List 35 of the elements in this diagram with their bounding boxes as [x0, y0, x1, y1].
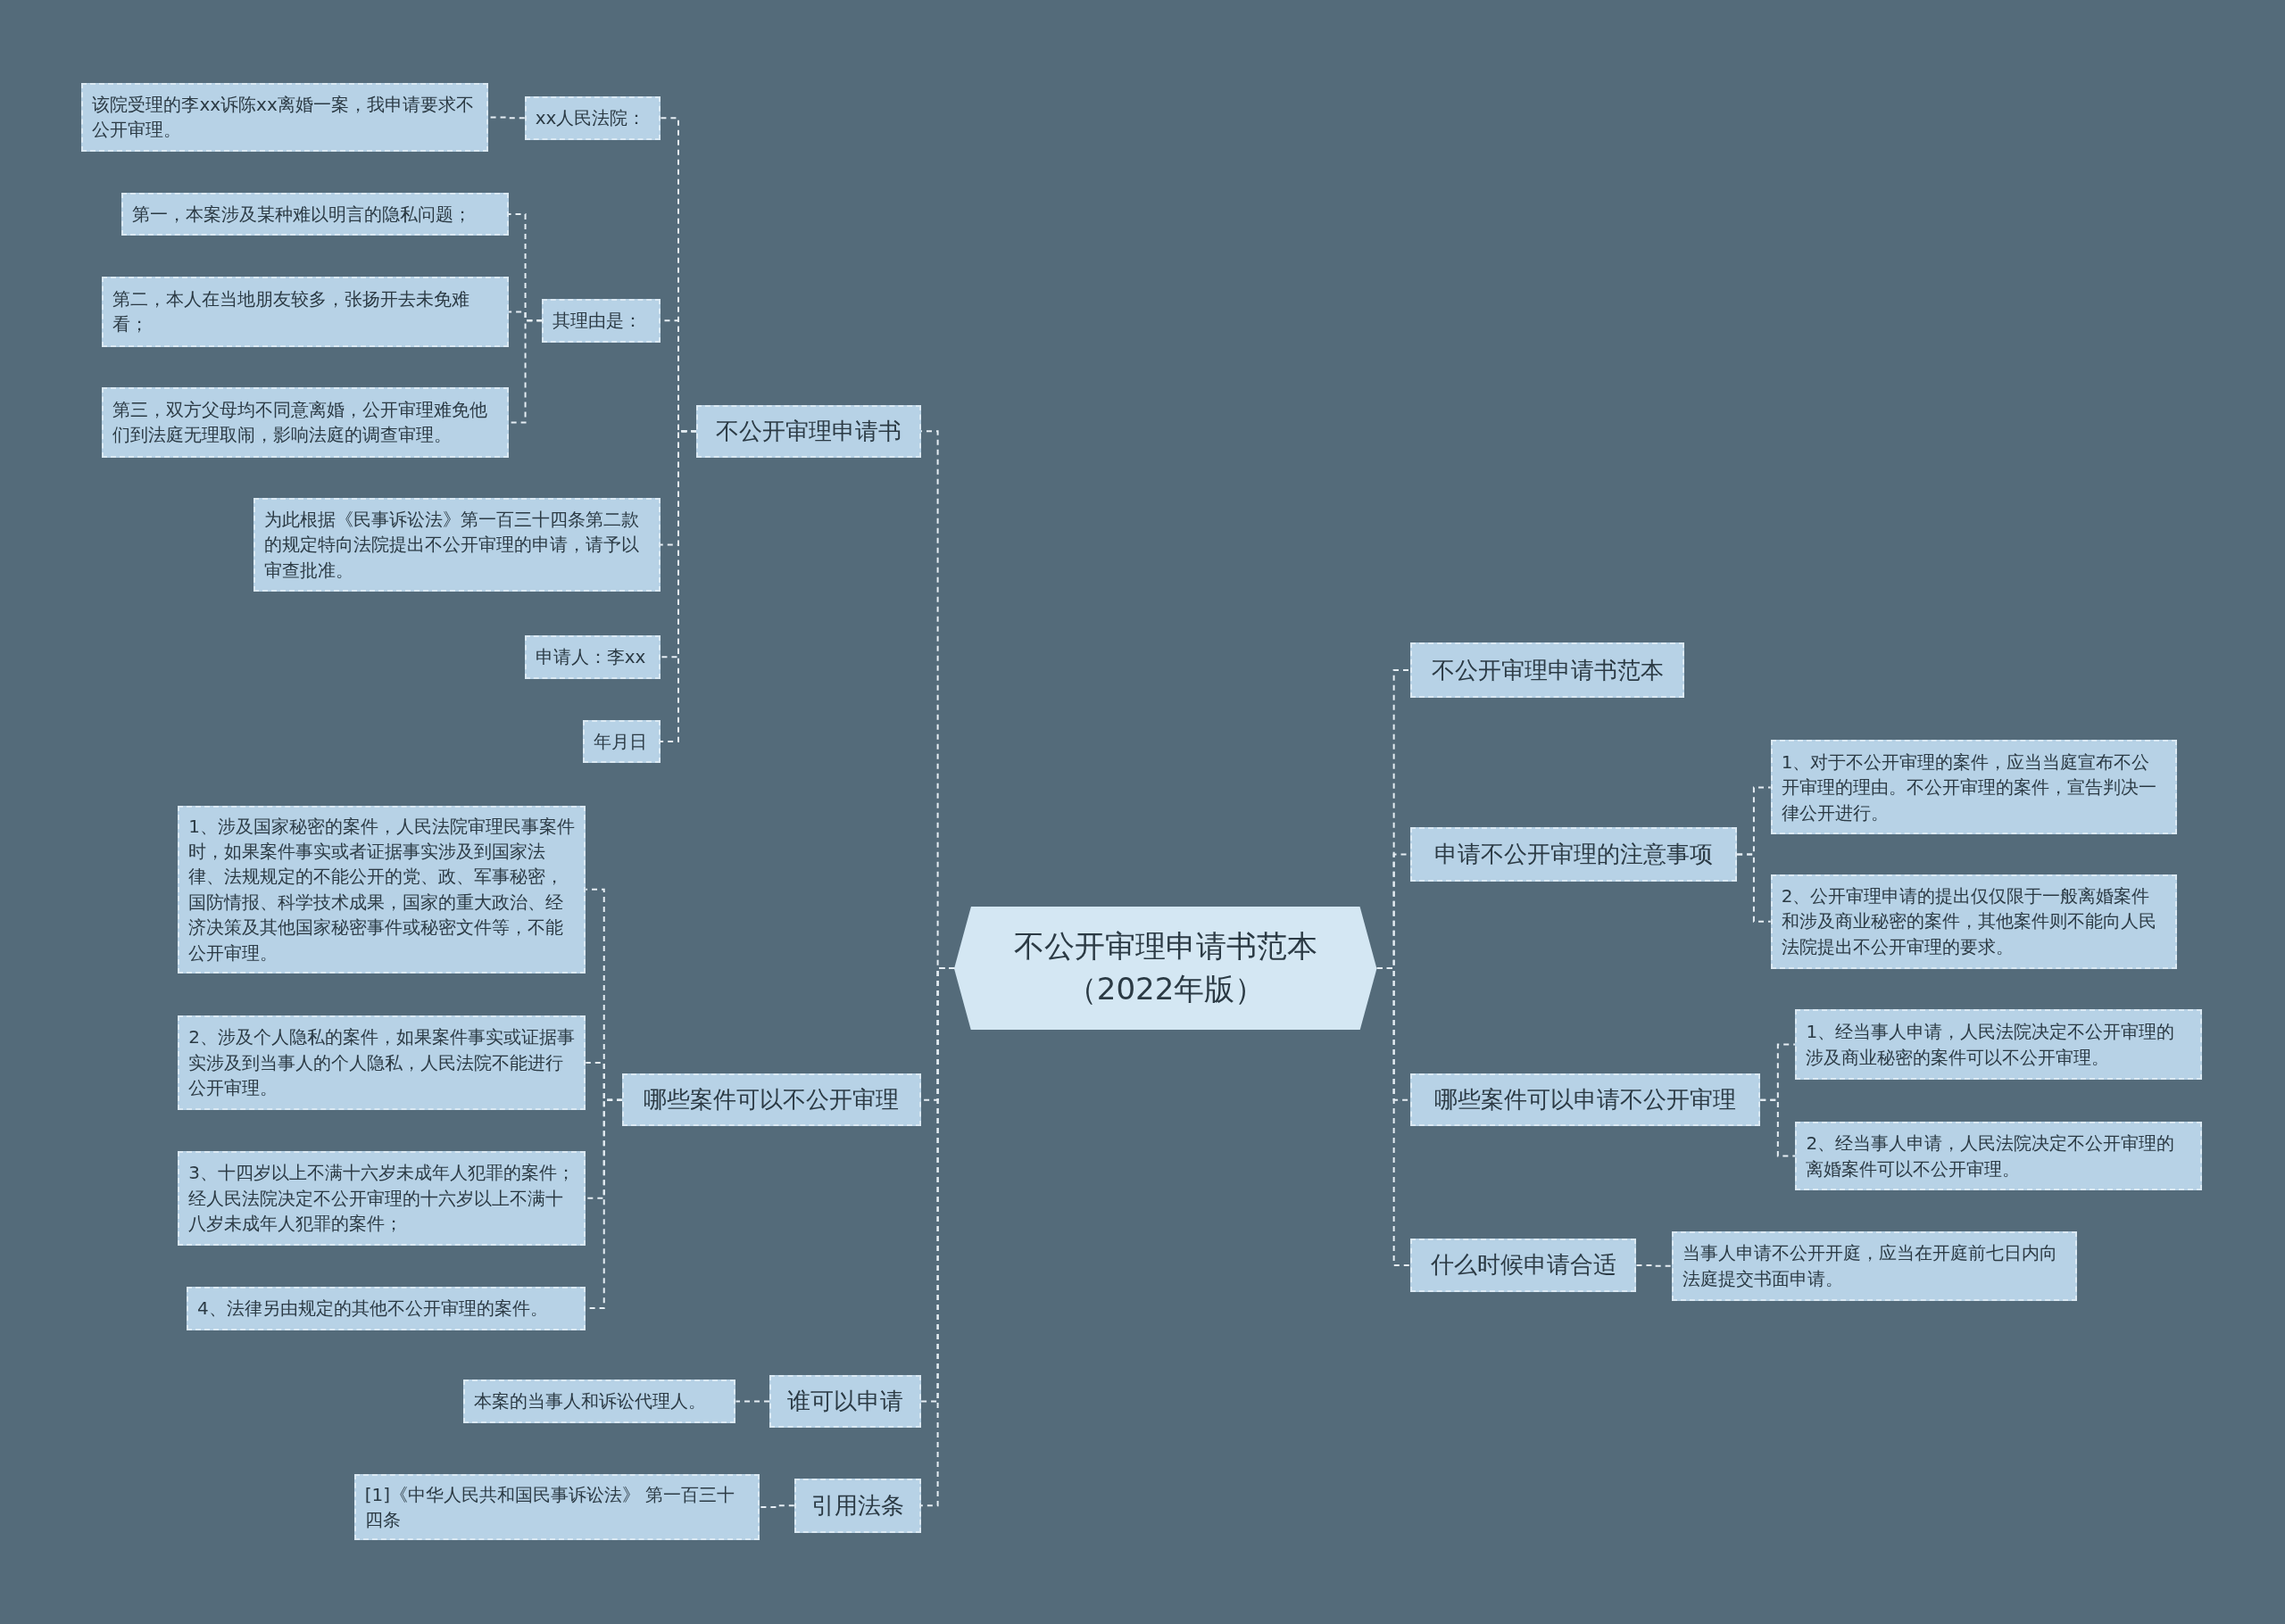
topic-box: 什么时候申请合适 [1410, 1238, 1637, 1293]
topic-box: 哪些案件可以申请不公开审理 [1410, 1073, 1761, 1126]
note-box: 为此根据《民事诉讼法》第一百三十四条第二款的规定特向法院提出不公开审理的申请，请予以审查批准。 [253, 498, 661, 592]
note-box: 2、涉及个人隐私的案件，如果案件事实或证据事实涉及到当事人的个人隐私，人民法院不能进行公开审理。 [178, 1015, 586, 1111]
note-box: 年月日 [583, 719, 661, 764]
connector-line [735, 1400, 771, 1403]
note-box: 当事人申请不公开开庭，应当在开庭前七日内向法庭提交书面申请。 [1671, 1230, 2077, 1301]
topic-box: 谁可以申请 [769, 1375, 921, 1428]
topic-box: 不公开审理申请书范本 [1410, 642, 1685, 699]
topic-box: 哪些案件可以不公开审理 [622, 1073, 921, 1126]
note-box: 第三，双方父母均不同意离婚，公开审理难免他们到法庭无理取闹，影响法庭的调查审理。 [102, 387, 509, 458]
note-box: 1、经当事人申请，人民法院决定不公开审理的涉及商业秘密的案件可以不公开审理。 [1795, 1009, 2202, 1080]
note-box: 第一，本案涉及某种难以明言的隐私问题； [120, 192, 509, 236]
connector-line [1759, 1098, 1797, 1157]
note-box: 申请人：李xx [524, 634, 661, 679]
note-box: [1]《中华人民共和国民事诉讼法》 第一百三十四条 [353, 1474, 760, 1540]
note-box: 1、涉及国家秘密的案件，人民法院审理民事案件时，如果案件事实或者证据事实涉及到国家法律、法规规定的不能公开的党、政、军事秘密，国防情报、科学技术成果，国家的重大政治、经济决策及其他国家秘密事件或秘密文件等，不能公开审理。 [178, 805, 586, 974]
note-box: 4、法律另由规定的其他不公开审理的案件。 [186, 1286, 586, 1330]
note-box: xx人民法院： [524, 95, 661, 140]
note-box: 该院受理的李xx诉陈xx离婚一案，我申请要求不公开审理。 [81, 83, 488, 152]
topic-box: 申请不公开审理的注意事项 [1410, 827, 1738, 882]
note-box: 2、经当事人申请，人民法院决定不公开审理的离婚案件可以不公开审理。 [1795, 1122, 2202, 1190]
note-box: 第二，本人在当地朋友较多，张扬开去未免难看； [102, 277, 509, 347]
note-box: 1、对于不公开审理的案件，应当当庭宣布不公开审理的理由。不公开审理的案件，宣告判决一律公开进行。 [1770, 740, 2178, 835]
central-topic-box: 不公开审理申请书范本（2022年版） [954, 906, 1377, 1031]
note-box: 2、公开审理申请的提出仅仅限于一般离婚案件和涉及商业秘密的案件，其他案件则不能向人民法院提出不公开审理的要求。 [1770, 874, 2178, 969]
connector-line [1736, 853, 1772, 923]
note-box: 其理由是： [542, 298, 661, 343]
connector-line [659, 430, 698, 742]
connector-line [1635, 1264, 1673, 1267]
connector-line [758, 1504, 795, 1508]
note-box: 本案的当事人和诉讼代理人。 [463, 1380, 736, 1424]
topic-box: 不公开审理申请书 [696, 404, 921, 458]
topic-box: 引用法条 [794, 1479, 921, 1533]
note-box: 3、十四岁以上不满十六岁未成年人犯罪的案件；经人民法院决定不公开审理的十六岁以上不满十八岁未成年人犯罪的案件； [178, 1150, 586, 1246]
